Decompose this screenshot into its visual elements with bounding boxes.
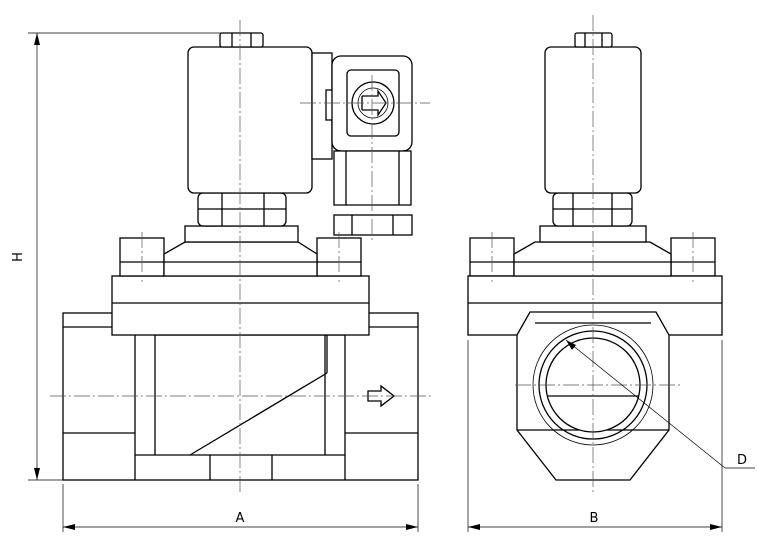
electrical-connector [311,52,413,236]
width-front-label: A [236,511,245,526]
front-centerlines [50,20,432,495]
solenoid-coil [187,32,313,194]
valve-body [62,312,419,481]
diameter-label: D [737,453,747,468]
front-view [50,20,432,495]
dimension-width-side: B [467,340,723,532]
dimension-diameter: D [565,339,755,469]
hex-nut [197,192,287,227]
dimension-width-front: A [62,484,419,532]
bonnet-flange [111,225,370,336]
width-side-label: B [590,511,599,526]
side-view [467,15,723,495]
side-centerlines [491,15,694,495]
dimension-height: H [11,32,225,481]
side-nut [552,192,633,227]
height-label: H [11,252,26,262]
